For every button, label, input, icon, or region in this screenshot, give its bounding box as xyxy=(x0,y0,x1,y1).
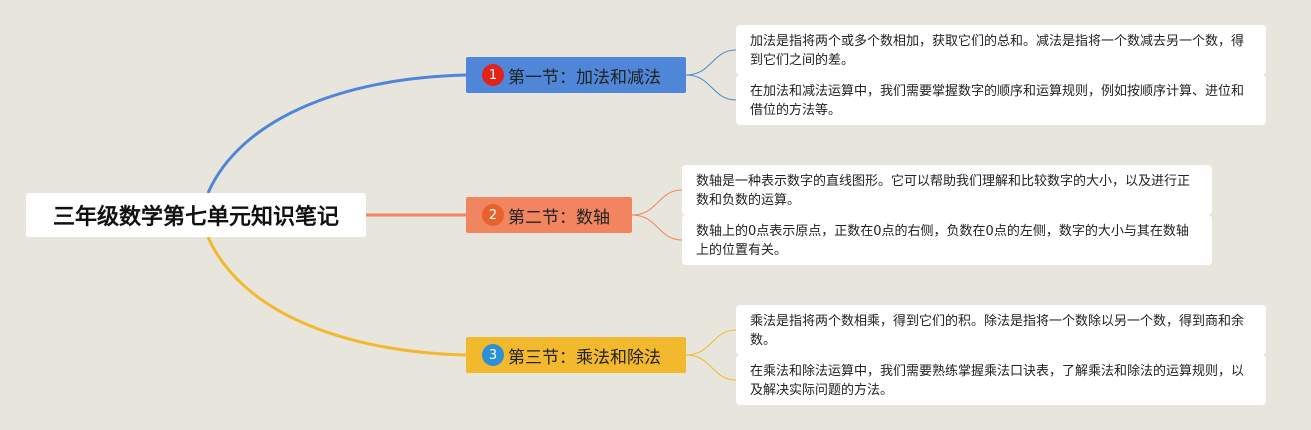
note-1-1[interactable]: 加法是指将两个或多个数相加，获取它们的总和。减法是指将一个数减去另一个数，得到它… xyxy=(736,25,1266,75)
connector-branch-2-note-2 xyxy=(631,214,683,241)
connector-branch-2-note-1 xyxy=(631,189,683,216)
root-topic[interactable]: 三年级数学第七单元知识笔记 xyxy=(26,193,366,237)
note-2-1[interactable]: 数轴是一种表示数字的直线图形。它可以帮助我们理解和比较数字的大小，以及进行正数和… xyxy=(682,165,1212,215)
priority-3-badge-icon: 3 xyxy=(482,344,504,366)
note-3-1[interactable]: 乘法是指将两个数相乘，得到它们的积。除法是指将一个数除以另一个数，得到商和余数。 xyxy=(736,305,1266,355)
connector-root-branch-1 xyxy=(206,73,467,194)
branch-topic-3-label: 第三节：乘法和除法 xyxy=(508,347,661,368)
note-3-2[interactable]: 在乘法和除法运算中，我们需要熟练掌握乘法口诀表，了解乘法和除法的运算规则，以及解… xyxy=(736,355,1266,405)
branch-topic-2[interactable]: 2 第二节：数轴 xyxy=(466,197,632,233)
branch-topic-1-label: 第一节：加法和减法 xyxy=(508,67,661,88)
note-2-2[interactable]: 数轴上的0点表示原点，正数在0点的右侧，负数在0点的左侧，数字的大小与其在数轴上… xyxy=(682,215,1212,265)
branch-topic-2-label: 第二节：数轴 xyxy=(508,207,610,228)
connector-branch-1-note-1 xyxy=(685,49,737,76)
branch-topic-3[interactable]: 3 第三节：乘法和除法 xyxy=(466,337,686,373)
connector-branch-1-note-2 xyxy=(685,74,737,101)
connector-branch-3-note-1 xyxy=(685,329,737,356)
priority-2-badge-icon: 2 xyxy=(482,204,504,226)
branch-topic-1[interactable]: 1 第一节：加法和减法 xyxy=(466,57,686,93)
note-1-2[interactable]: 在加法和减法运算中，我们需要掌握数字的顺序和运算规则，例如按顺序计算、进位和借位… xyxy=(736,75,1266,125)
connector-root-branch-3 xyxy=(206,236,467,357)
priority-1-badge-icon: 1 xyxy=(482,64,504,86)
connector-branch-3-note-2 xyxy=(685,354,737,381)
